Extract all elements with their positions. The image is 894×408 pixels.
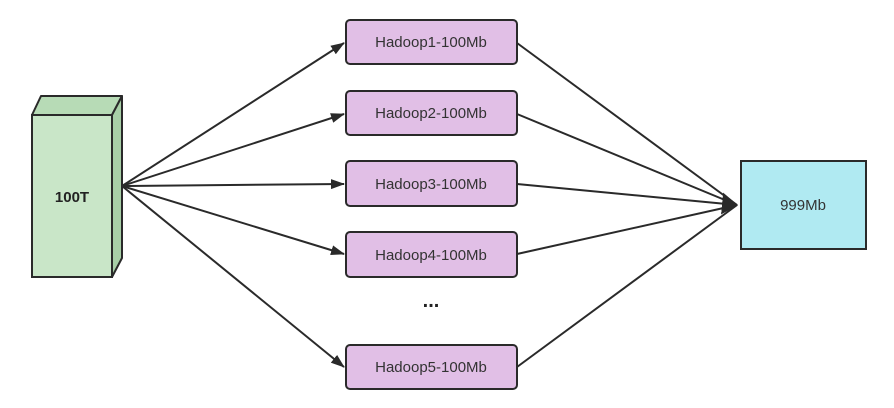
target-label: 999Mb <box>780 197 826 214</box>
edge-node3-target <box>516 183 738 215</box>
edge-source-node3 <box>121 179 345 190</box>
node-box <box>345 90 518 136</box>
target-block: 999Mb <box>740 160 867 250</box>
source-block: 100T <box>31 95 123 278</box>
node-box <box>345 19 518 65</box>
ellipsis: ... <box>423 290 440 312</box>
node-label: Hadoop5-100Mb <box>375 359 487 376</box>
edge-source-node4 <box>121 185 345 255</box>
edge-source-node2 <box>121 113 345 187</box>
node-hadoop5: Hadoop5-100Mb <box>345 344 518 390</box>
edge-node2-target <box>516 113 738 206</box>
node-hadoop2: Hadoop2-100Mb <box>345 90 518 136</box>
target-edges <box>516 42 738 368</box>
node-box <box>345 160 518 207</box>
edge-node1-target <box>516 42 738 206</box>
node-hadoop4: Hadoop4-100Mb <box>345 231 518 278</box>
edge-node5-target <box>516 204 738 368</box>
source-block-side <box>111 95 123 278</box>
edge-source-node1 <box>121 42 345 187</box>
source-block-front <box>31 114 113 278</box>
node-label: Hadoop2-100Mb <box>375 105 487 122</box>
source-edges <box>121 42 345 368</box>
node-box <box>345 344 518 390</box>
source-block-top <box>31 95 123 116</box>
node-label: Hadoop1-100Mb <box>375 34 487 51</box>
node-hadoop3: Hadoop3-100Mb <box>345 160 518 207</box>
node-label: Hadoop3-100Mb <box>375 176 487 193</box>
edge-node4-target <box>516 204 738 255</box>
node-hadoop1: Hadoop1-100Mb <box>345 19 518 65</box>
target-box <box>740 160 867 250</box>
edge-source-node5 <box>121 185 345 368</box>
node-box <box>345 231 518 278</box>
source-label: 100T <box>55 189 89 206</box>
node-label: Hadoop4-100Mb <box>375 247 487 264</box>
